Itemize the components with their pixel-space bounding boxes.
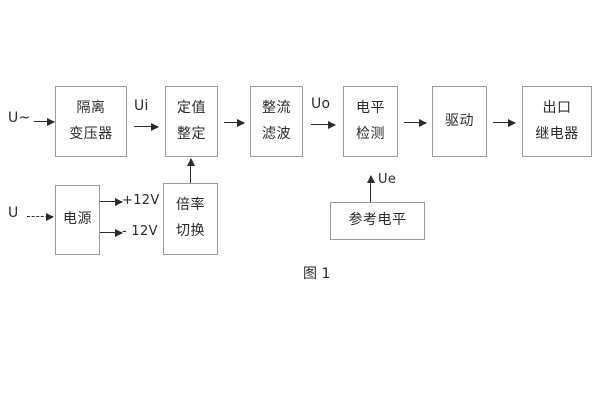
block-isolation-transformer: 隔离 变压器 (55, 86, 127, 157)
block-output-relay-line-2: 继电器 (535, 125, 579, 142)
block-multiplier-switch: 倍率 切换 (163, 183, 218, 255)
block-multiplier-switch-line-2: 切换 (176, 223, 205, 239)
arrow-level-detection-to-drive (404, 118, 427, 127)
block-output-relay: 出口 继电器 (522, 86, 592, 157)
block-level-detection: 电平 检测 (343, 86, 398, 157)
arrow-setpoint-setting-to-rectify-filter (224, 118, 245, 127)
block-rectify-filter-line-1: 整流 (262, 99, 291, 116)
block-reference-level: 参考电平 (330, 202, 425, 240)
input-label-ac: U~ (8, 110, 31, 126)
input-label-dc: U (8, 205, 19, 221)
block-isolation-transformer-line-1: 隔离 (76, 99, 106, 116)
block-setpoint-setting: 定值 整定 (165, 86, 218, 157)
block-drive-line-1: 驱动 (445, 112, 474, 129)
signal-label-ui: Ui (134, 98, 149, 114)
arrow-ac-input-to-isolation-transformer (34, 117, 55, 126)
arrow-power-supply-rail-negative (100, 228, 123, 237)
arrow-drive-to-output-relay (493, 118, 516, 127)
block-reference-level-line-1: 参考电平 (348, 212, 407, 229)
block-rectify-filter: 整流 滤波 (250, 86, 303, 157)
block-drive: 驱动 (432, 86, 487, 157)
arrow-isolation-transformer-to-setpoint-setting (134, 122, 159, 131)
block-power-supply: 电源 (55, 185, 100, 255)
arrow-power-supply-rail-positive (100, 197, 123, 206)
signal-label-ue: Ue (378, 172, 397, 187)
block-output-relay-line-1: 出口 (542, 99, 572, 116)
block-level-detection-line-2: 检测 (356, 125, 385, 142)
rail-label-positive: +12V (122, 193, 160, 208)
arrow-reference-level-to-level-detection (366, 175, 375, 202)
rail-label-negative: - 12V (122, 224, 158, 239)
arrow-dc-input-to-power-supply (27, 213, 54, 221)
block-power-supply-line-1: 电源 (63, 211, 92, 228)
arrow-rectify-filter-to-level-detection (311, 120, 336, 129)
block-rectify-filter-line-2: 滤波 (262, 125, 291, 142)
arrow-multiplier-switch-to-setpoint-setting (186, 158, 195, 183)
block-isolation-transformer-line-2: 变压器 (69, 125, 113, 142)
signal-label-uo: Uo (311, 96, 331, 112)
block-setpoint-setting-line-1: 定值 (177, 99, 206, 116)
block-level-detection-line-1: 电平 (356, 99, 385, 116)
block-multiplier-switch-line-1: 倍率 (176, 197, 205, 214)
figure-caption: 图 1 (303, 266, 331, 282)
block-setpoint-setting-line-2: 整定 (177, 125, 206, 142)
